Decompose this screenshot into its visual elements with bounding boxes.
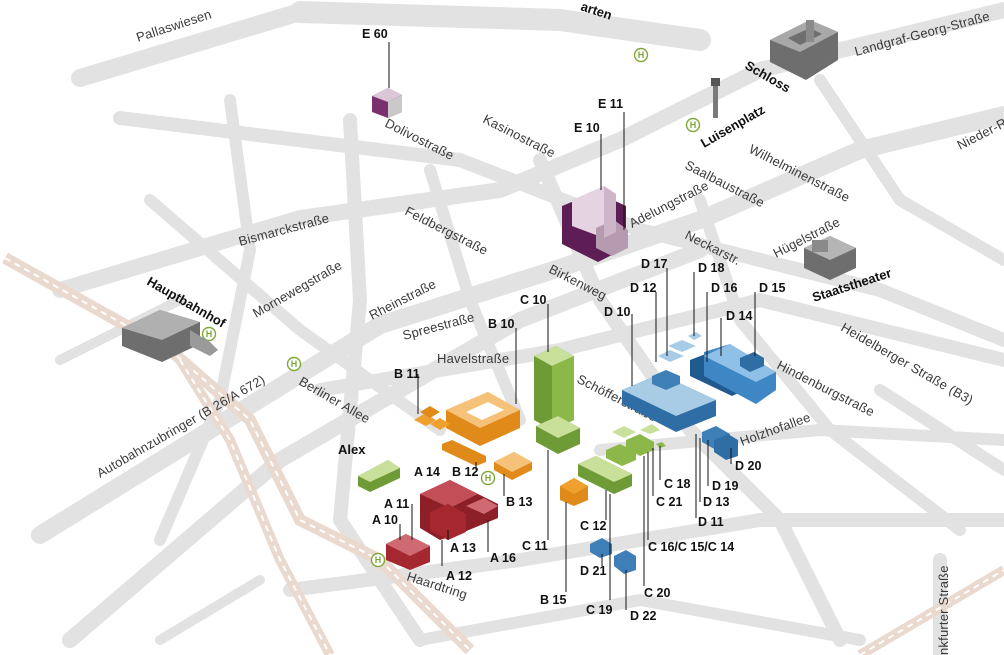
svg-text:H: H <box>690 120 697 130</box>
label-b15: B 15 <box>540 593 566 607</box>
building-labels: E 60 E 11 E 10 D 17 D 18 D 12 D 16 D 15 … <box>362 27 785 623</box>
building-e60[interactable] <box>372 88 402 118</box>
label-e60: E 60 <box>362 27 388 41</box>
label-a10: A 10 <box>372 513 398 527</box>
label-d10: D 10 <box>604 305 630 319</box>
label-a12: A 12 <box>446 569 472 583</box>
transit-stop-icon: H <box>286 356 302 372</box>
label-c16-c15-c14: C 16/C 15/C 14 <box>648 540 734 554</box>
building-b12[interactable] <box>442 440 486 466</box>
label-b13: B 13 <box>506 495 532 509</box>
schloss-building <box>770 20 838 80</box>
street-landgraf-georg: Landgraf-Georg-Straße <box>853 8 991 59</box>
building-b13[interactable] <box>494 452 532 480</box>
label-d18: D 18 <box>698 261 724 275</box>
label-b11: B 11 <box>394 367 420 381</box>
building-c10[interactable] <box>534 346 574 430</box>
building-c11[interactable] <box>536 416 580 454</box>
transit-stop-icon: H <box>685 117 701 133</box>
label-a13: A 13 <box>450 541 476 555</box>
road-network <box>31 1 1004 655</box>
label-c12: C 12 <box>580 519 606 533</box>
transit-stop-icon: H <box>480 470 496 486</box>
label-d17: D 17 <box>641 257 667 271</box>
label-d21: D 21 <box>580 564 606 578</box>
building-a-complex[interactable] <box>386 480 498 570</box>
label-b12: B 12 <box>452 465 478 479</box>
luisenplatz-monument <box>711 78 720 118</box>
label-d16: D 16 <box>711 281 737 295</box>
street-havel: Havelstraße <box>437 351 509 366</box>
building-c-cluster[interactable] <box>578 424 666 494</box>
transit-stops: H H H H H H <box>201 47 701 568</box>
label-d15: D 15 <box>759 281 785 295</box>
label-e11: E 11 <box>598 97 623 111</box>
building-b15[interactable] <box>560 478 588 506</box>
label-d13: D 13 <box>703 495 729 509</box>
hauptbahnhof-building <box>122 310 218 362</box>
svg-text:H: H <box>206 329 213 339</box>
label-a16: A 16 <box>490 551 516 565</box>
svg-text:H: H <box>375 555 382 565</box>
label-d12: D 12 <box>630 281 656 295</box>
label-c20: C 20 <box>644 586 670 600</box>
transit-stop-icon: H <box>201 326 217 342</box>
label-d22: D 22 <box>630 609 656 623</box>
label-c19: C 19 <box>586 603 612 617</box>
transit-stop-icon: H <box>370 552 386 568</box>
label-d20: D 20 <box>735 459 761 473</box>
building-d-complex[interactable] <box>590 332 776 574</box>
label-c10: C 10 <box>520 293 546 307</box>
building-alex[interactable] <box>358 460 400 492</box>
street-frankfurter: nkfurter Straße <box>936 565 951 655</box>
staatstheater-building <box>804 236 856 280</box>
label-b10: B 10 <box>488 317 514 331</box>
building-b10[interactable] <box>446 392 520 446</box>
svg-text:H: H <box>638 50 645 60</box>
label-c11: C 11 <box>522 539 548 553</box>
transit-stop-icon: H <box>633 47 649 63</box>
street-kasino: Kasinostraße <box>481 111 558 160</box>
building-b11[interactable] <box>414 406 450 430</box>
label-d11: D 11 <box>698 515 724 529</box>
label-d14: D 14 <box>726 309 752 323</box>
label-e10: E 10 <box>574 121 600 135</box>
svg-text:H: H <box>291 359 298 369</box>
street-morneweg: Mornewegstraße <box>250 257 344 320</box>
label-a14: A 14 <box>414 465 440 479</box>
label-alex: Alex <box>338 442 366 457</box>
label-c18: C 18 <box>664 477 690 491</box>
label-d19: D 19 <box>712 479 738 493</box>
label-a11: A 11 <box>384 497 409 511</box>
building-e10-e11[interactable] <box>562 186 628 262</box>
label-c21: C 21 <box>656 495 682 509</box>
svg-text:H: H <box>485 473 492 483</box>
